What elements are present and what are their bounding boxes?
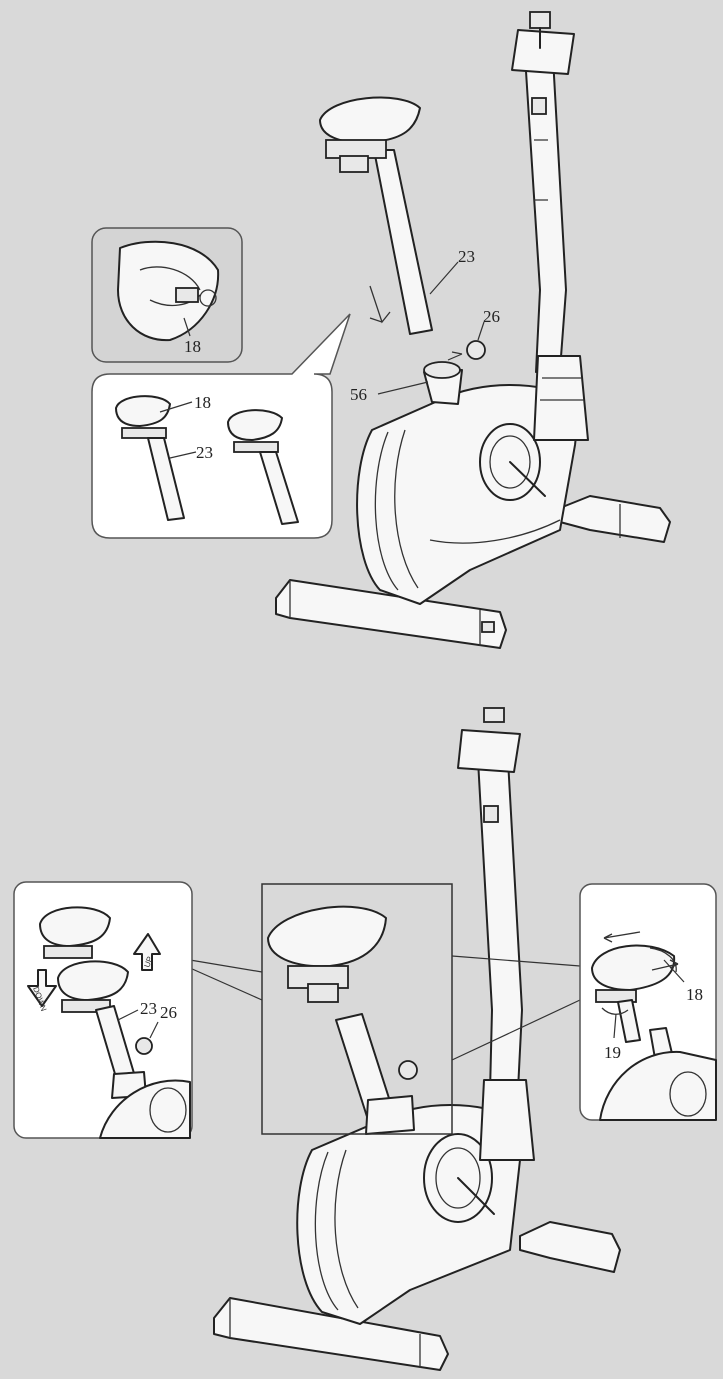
arrow-up-text: UP <box>142 955 154 969</box>
label-26-knob: 26 <box>483 307 500 326</box>
step2-inset-height-adjust <box>13 881 193 1139</box>
step1-bike <box>275 11 671 649</box>
step1-inset-seat-underside <box>91 227 243 363</box>
step2-inset-seat-slide <box>579 883 717 1121</box>
step1-inset-seat-fitting <box>91 313 351 539</box>
label-23-left-post: 23 <box>140 999 157 1018</box>
label-18-inset-seat: 18 <box>184 337 201 356</box>
label-56-sleeve: 56 <box>350 385 367 404</box>
step2-bike <box>213 707 621 1371</box>
label-26-left-knob: 26 <box>160 1003 177 1022</box>
label-23-inset-detail-post: 23 <box>196 443 213 462</box>
label-18-right-seat: 18 <box>686 985 703 1004</box>
label-18-inset-detail-seat: 18 <box>194 393 211 412</box>
label-19-right-lever: 19 <box>604 1043 621 1062</box>
label-23-seat-post: 23 <box>458 247 475 266</box>
